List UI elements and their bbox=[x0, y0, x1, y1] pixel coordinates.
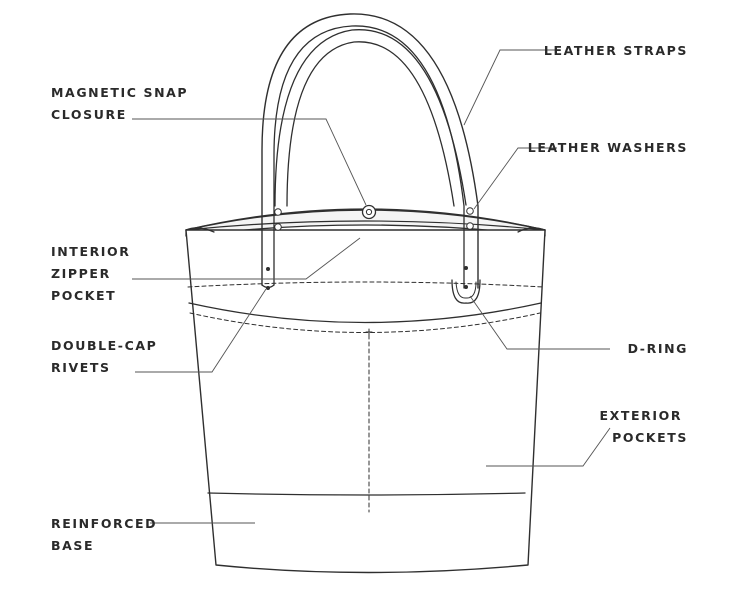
leader-magnetic-snap bbox=[132, 118, 367, 206]
leader-exterior-pockets bbox=[486, 427, 611, 467]
top-stitch-line bbox=[187, 281, 544, 288]
right-gusset bbox=[517, 227, 546, 233]
leader-double-cap-rivets bbox=[135, 288, 267, 373]
label-exterior-pockets: EXTERIOR POCKETS bbox=[599, 408, 688, 445]
label-reinforced-base: REINFORCED BASE bbox=[51, 516, 163, 553]
leader-lines bbox=[132, 49, 611, 524]
label-magnetic-snap: MAGNETIC SNAP CLOSURE bbox=[51, 85, 194, 122]
left-gusset bbox=[185, 227, 215, 233]
exterior-pocket-top bbox=[188, 302, 542, 324]
leather-strap-back-inner bbox=[286, 41, 455, 207]
reinforced-base-seam bbox=[207, 492, 526, 496]
leather-strap-front-inner bbox=[273, 25, 465, 289]
label-leather-washers: LEATHER WASHERS bbox=[528, 140, 688, 155]
leader-interior-zipper bbox=[132, 237, 361, 280]
magnetic-snap-closure bbox=[361, 204, 377, 220]
bag-rim-front bbox=[185, 220, 546, 231]
leather-washers bbox=[274, 207, 474, 231]
double-cap-rivets bbox=[266, 266, 468, 290]
leather-strap-front bbox=[261, 13, 479, 289]
leather-strap-back bbox=[274, 29, 467, 207]
label-interior-zipper: INTERIOR ZIPPER POCKET bbox=[51, 244, 136, 303]
bag-body bbox=[185, 229, 546, 574]
callout-labels: MAGNETIC SNAP CLOSURE INTERIOR ZIPPER PO… bbox=[51, 43, 688, 553]
leader-leather-washers bbox=[473, 147, 557, 210]
label-d-ring: D-RING bbox=[628, 341, 688, 356]
label-leather-straps: LEATHER STRAPS bbox=[544, 43, 688, 58]
leader-d-ring bbox=[469, 295, 610, 350]
exterior-pocket-stitch bbox=[189, 312, 541, 333]
d-ring bbox=[451, 279, 481, 304]
tote-bag-illustration bbox=[185, 13, 546, 574]
label-double-cap-rivets: DOUBLE-CAP RIVETS bbox=[51, 338, 163, 375]
leader-leather-straps bbox=[463, 49, 557, 126]
